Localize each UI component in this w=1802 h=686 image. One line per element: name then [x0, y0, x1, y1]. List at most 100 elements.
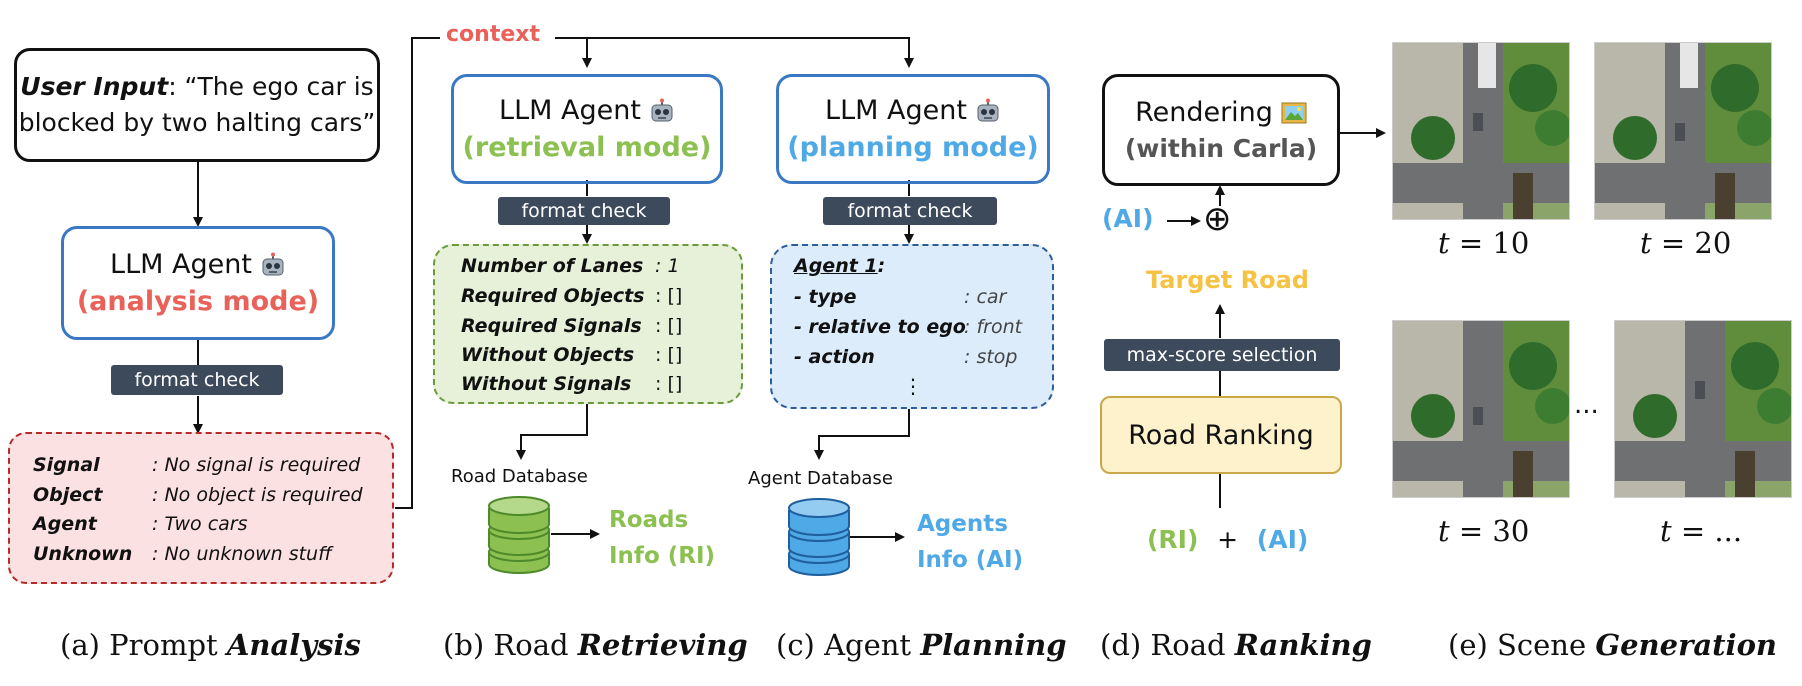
- caption-a-bold: Analysis: [226, 628, 361, 662]
- retrieval-mode-label: (retrieval mode): [462, 132, 712, 163]
- context-label: context: [446, 22, 540, 47]
- caption-c-prefix: (c) Agent: [776, 628, 921, 662]
- analysis-result-box: [8, 432, 394, 584]
- planning-mode-label: (planning mode): [787, 132, 1039, 163]
- roads-info-line1: Roads: [609, 507, 689, 533]
- retrieval-key-lanes: Number of Lanes: [461, 255, 644, 277]
- analysis-mode-label: (analysis mode): [76, 286, 320, 317]
- time-label-30: t = 30: [1438, 514, 1529, 548]
- aerial-scene-image: [1393, 321, 1569, 497]
- caption-a: (a) Prompt Analysis: [60, 628, 361, 662]
- caption-e-prefix: (e) Scene: [1448, 628, 1596, 662]
- retrieval-result-box: [433, 244, 743, 404]
- retrieval-agent-title: LLM Agent: [499, 95, 641, 126]
- ri-input-label: (RI): [1147, 525, 1199, 554]
- plus-symbol: +: [1217, 525, 1239, 554]
- analysis-format-check: format check: [111, 365, 283, 395]
- user-input-label: User Input: [20, 72, 169, 101]
- road-database-label: Road Database: [451, 466, 588, 487]
- user-input-box: User Input: “The ego car is blocked by t…: [14, 48, 380, 162]
- caption-d: (d) Road Ranking: [1100, 628, 1372, 662]
- scene-frame-tn: [1614, 320, 1792, 498]
- planning-header-colon: :: [877, 255, 886, 277]
- analysis-agent-box: LLM Agent (analysis mode): [61, 226, 335, 340]
- retrieval-val-wo-signals: : []: [655, 373, 683, 395]
- planning-header: Agent 1:: [794, 255, 885, 277]
- planning-val-type: : car: [964, 286, 1007, 308]
- retrieval-key-req-signals: Required Signals: [461, 315, 642, 337]
- analysis-val-object: : No object is required: [152, 484, 363, 506]
- planning-key-action: - action: [794, 346, 875, 368]
- analysis-agent-title: LLM Agent: [110, 249, 252, 280]
- analysis-key-signal: Signal: [33, 454, 100, 476]
- caption-b: (b) Road Retrieving: [443, 628, 748, 662]
- scene-frame-t20: [1594, 42, 1772, 220]
- robot-icon: [651, 98, 673, 121]
- retrieval-format-check: format check: [498, 197, 670, 225]
- retrieval-val-wo-objects: : []: [655, 344, 683, 366]
- max-score-selection: max-score selection: [1104, 339, 1340, 371]
- robot-icon: [262, 252, 284, 275]
- planning-result-box: [770, 244, 1054, 409]
- road-database-icon: [488, 496, 550, 574]
- equals-symbol: =: [1449, 514, 1493, 548]
- t-symbol: t: [1640, 226, 1652, 260]
- road-ranking-label: Road Ranking: [1128, 419, 1314, 451]
- retrieval-val-req-objects: : []: [655, 285, 683, 307]
- context-line: [395, 37, 440, 509]
- equals-symbol: =: [1671, 514, 1715, 548]
- caption-e: (e) Scene Generation: [1448, 628, 1777, 662]
- time-label-20: t = 20: [1640, 226, 1731, 260]
- user-input-text: : “The ego car is: [168, 72, 374, 101]
- planning-ellipsis: ⋮: [903, 374, 923, 398]
- t-symbol: t: [1660, 514, 1672, 548]
- aerial-scene-image: [1595, 43, 1771, 219]
- ai-input-label-2: (AI): [1256, 525, 1309, 554]
- user-input-text-line2: blocked by two halting cars”: [18, 108, 376, 137]
- context-to-planning: [555, 37, 914, 68]
- caption-b-bold: Retrieving: [577, 628, 748, 662]
- t-symbol: t: [1438, 514, 1450, 548]
- analysis-key-unknown: Unknown: [33, 543, 133, 565]
- caption-d-prefix: (d) Road: [1100, 628, 1235, 662]
- agents-info-label: Agents Info (AI): [917, 506, 1023, 578]
- retrieval-agent-box: LLM Agent (retrieval mode): [451, 74, 723, 184]
- planning-agent-title: LLM Agent: [825, 95, 967, 126]
- caption-c: (c) Agent Planning: [776, 628, 1066, 662]
- frames-ellipsis: ...: [1574, 390, 1599, 420]
- planning-key-relative: - relative to ego: [794, 316, 966, 338]
- caption-c-bold: Planning: [920, 628, 1067, 662]
- analysis-val-signal: : No signal is required: [152, 454, 361, 476]
- robot-icon: [977, 98, 999, 121]
- planning-val-relative: : front: [964, 316, 1023, 338]
- retrieval-key-wo-objects: Without Objects: [461, 344, 635, 366]
- caption-a-prefix: (a) Prompt: [60, 628, 227, 662]
- t-symbol: t: [1438, 226, 1450, 260]
- analysis-val-unknown: : No unknown stuff: [152, 543, 332, 565]
- time-label-10: t = 10: [1438, 226, 1529, 260]
- retrieval-val-lanes: : 1: [655, 255, 680, 277]
- agent-database-label: Agent Database: [748, 468, 893, 489]
- caption-d-bold: Ranking: [1234, 628, 1372, 662]
- agent-database-icon: [788, 498, 850, 576]
- oplus-symbol: ⊕: [1203, 199, 1232, 239]
- arrow-result-to-agent-db: [814, 406, 910, 460]
- arrow-result-to-road-db: [516, 402, 588, 460]
- analysis-key-object: Object: [33, 484, 103, 506]
- scene-frame-t10: [1392, 42, 1570, 220]
- retrieval-key-req-objects: Required Objects: [461, 285, 645, 307]
- rendering-box: Rendering (within Carla): [1102, 74, 1340, 186]
- analysis-val-agent: : Two cars: [152, 513, 248, 535]
- retrieval-val-req-signals: : []: [655, 315, 683, 337]
- caption-b-prefix: (b) Road: [443, 628, 578, 662]
- t-value-20: 20: [1694, 226, 1732, 260]
- equals-symbol: =: [1651, 226, 1695, 260]
- planning-key-type: - type: [794, 286, 857, 308]
- ranking-inputs: (RI) + (AI): [1147, 525, 1308, 554]
- scene-frame-t30: [1392, 320, 1570, 498]
- agents-info-line2: Info (AI): [917, 547, 1024, 573]
- rendering-title: Rendering: [1135, 97, 1273, 128]
- agents-info-line1: Agents: [917, 511, 1008, 537]
- planning-val-action: : stop: [964, 346, 1018, 368]
